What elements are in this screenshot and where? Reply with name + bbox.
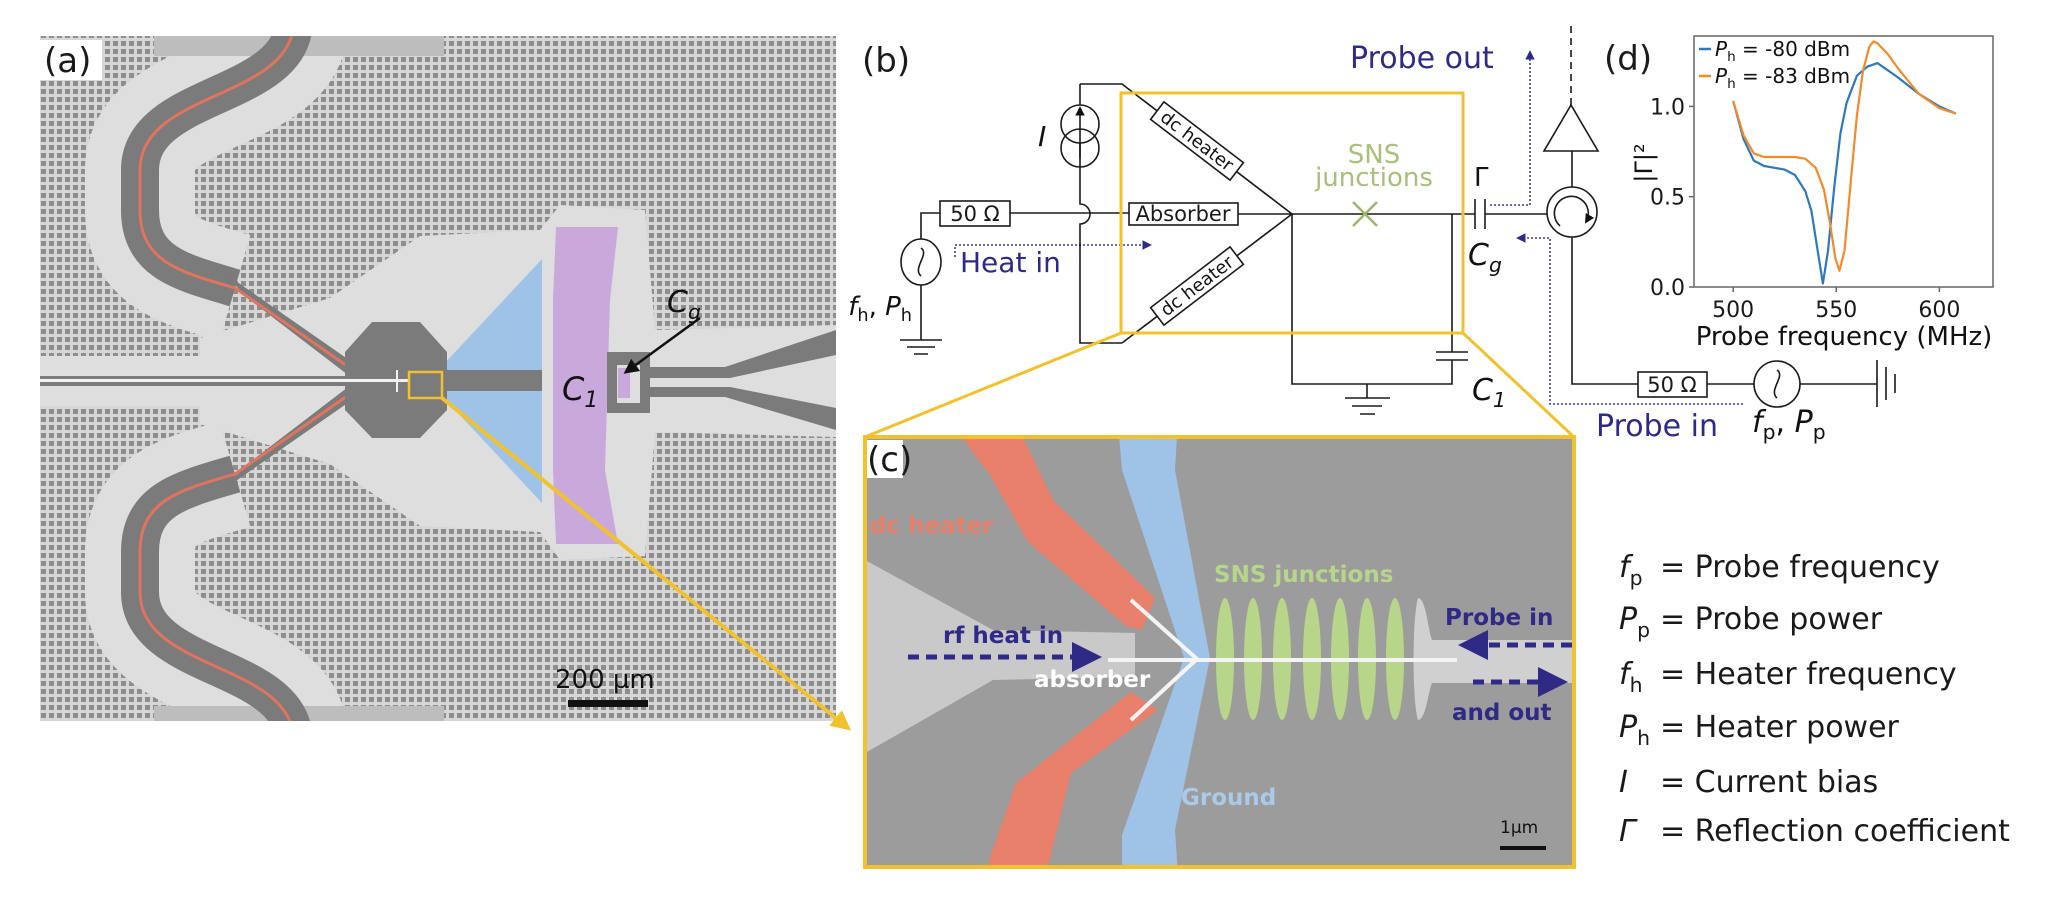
capacitor-c1 bbox=[553, 227, 618, 544]
series-line-2 bbox=[1732, 40, 1957, 272]
legend-subscript: h bbox=[1637, 726, 1650, 750]
x-tick-label: 600 bbox=[1918, 298, 1960, 323]
zoom-region-box-circuit bbox=[1119, 91, 1465, 335]
panel-a-micrograph bbox=[40, 36, 836, 721]
panel-b-label: (b) bbox=[862, 41, 910, 81]
zoom-arrow bbox=[440, 396, 852, 731]
chart-legend-entry: Ph = -83 dBm bbox=[1715, 64, 1850, 92]
panel-c-label: (c) bbox=[867, 440, 912, 480]
dc-heater-upper bbox=[961, 437, 1155, 630]
panel-a-label-bg bbox=[40, 40, 102, 80]
cg-circuit-label: Cg bbox=[1468, 238, 1502, 277]
zoom-region-box bbox=[407, 370, 444, 400]
x-axis-label: Probe frequency (MHz) bbox=[1696, 322, 1993, 352]
gamma-label: Γ bbox=[1474, 163, 1489, 193]
ground-icon bbox=[900, 339, 942, 355]
legend-description: = Heater power bbox=[1660, 710, 1900, 745]
c1-circuit-label: C1 bbox=[1472, 373, 1506, 412]
absorber-label: Absorber bbox=[1135, 202, 1230, 226]
dc-heater-top-label: dc heater bbox=[1156, 107, 1238, 176]
probe-in-label: Probe in bbox=[1596, 409, 1718, 444]
legend-symbol: P bbox=[1619, 602, 1638, 637]
sns-sem-label: SNS junctions bbox=[1214, 562, 1393, 588]
legend-row: fh bbox=[1619, 657, 1643, 697]
scale-bar-label-a: 200 µm bbox=[555, 665, 655, 695]
probe-in-sem-label: Probe in bbox=[1445, 605, 1553, 631]
x-tick-label: 500 bbox=[1712, 298, 1754, 323]
ground-icon bbox=[1345, 397, 1390, 415]
amplifier-icon bbox=[1542, 103, 1600, 152]
sns-label-1: SNS bbox=[1348, 140, 1400, 170]
ground-sem-label: Ground bbox=[1181, 785, 1276, 811]
current-label: I bbox=[1038, 120, 1046, 153]
legend-symbol: P bbox=[1619, 710, 1638, 745]
legend-symbol: Γ bbox=[1619, 814, 1638, 849]
legend-subscript: h bbox=[1630, 673, 1643, 697]
ground-icon bbox=[1876, 360, 1896, 407]
capacitor-c1-icon bbox=[1436, 351, 1468, 361]
sns-junction-icon bbox=[1352, 201, 1378, 227]
heater-source-label: fh, Ph bbox=[848, 292, 912, 326]
y-tick-label: 0.0 bbox=[1650, 276, 1685, 301]
scale-bar-c bbox=[1500, 846, 1546, 850]
legend-row: fp bbox=[1619, 550, 1643, 590]
heat-in-arrow bbox=[954, 240, 1152, 257]
rf-heat-in-label: rf heat in bbox=[943, 623, 1063, 649]
cg-pointer-arrow bbox=[623, 316, 701, 374]
plot-frame bbox=[1693, 35, 1994, 288]
legend-row: Pp bbox=[1619, 602, 1650, 642]
probe-out-arrow bbox=[1490, 50, 1535, 206]
legend-description: = Current bias bbox=[1660, 765, 1878, 800]
legend-description: = Probe power bbox=[1660, 602, 1883, 637]
and-out-sem-label: and out bbox=[1452, 700, 1552, 726]
cg-label: Cg bbox=[667, 285, 701, 324]
dc-heater-sem-label: dc heater bbox=[870, 513, 994, 539]
legend-row: Γ bbox=[1619, 814, 1638, 849]
legend-symbol: I bbox=[1619, 765, 1628, 800]
probe-source-label: fp, Pp bbox=[1752, 405, 1826, 444]
dc-heater-lower bbox=[986, 692, 1158, 867]
legend-description: = Probe frequency bbox=[1660, 550, 1940, 585]
sns-label-2: junctions bbox=[1314, 163, 1433, 193]
heater-resistor-label: 50 Ω bbox=[950, 202, 999, 226]
scale-bar-label-c: 1µm bbox=[1500, 818, 1538, 838]
panel-d-label: (d) bbox=[1604, 39, 1652, 79]
dc-heater-bottom-label: dc heater bbox=[1157, 252, 1239, 321]
probe-resistor-label: 50 Ω bbox=[1647, 373, 1696, 397]
legend-description: = Reflection coefficient bbox=[1660, 814, 2010, 849]
series-line-1 bbox=[1732, 61, 1957, 285]
x-tick-label: 550 bbox=[1815, 298, 1857, 323]
absorber-sem-label: absorber bbox=[1034, 667, 1151, 693]
ground-strip bbox=[1119, 437, 1210, 867]
c1-label: C1 bbox=[562, 370, 598, 413]
legend-row: I bbox=[1619, 765, 1628, 800]
probe-in-arrow bbox=[1516, 233, 1743, 405]
panel-c-sem-image: dc heater SNS junctions rf heat in absor… bbox=[863, 435, 1576, 869]
legend-subscript: p bbox=[1630, 566, 1643, 590]
probe-out-label: Probe out bbox=[1350, 41, 1494, 76]
circuit-diagram: 50 Ω fh, Ph Heat in I dc heater dc heate… bbox=[848, 26, 1896, 444]
y-tick-label: 1.0 bbox=[1650, 95, 1685, 120]
legend-description: = Heater frequency bbox=[1660, 657, 1957, 692]
scale-bar-a bbox=[568, 700, 648, 707]
capacitor-cg-icon bbox=[1474, 199, 1486, 229]
legend-row: Ph bbox=[1619, 710, 1650, 750]
y-tick-label: 0.5 bbox=[1650, 186, 1685, 211]
legend-subscript: p bbox=[1637, 618, 1650, 642]
heat-in-label: Heat in bbox=[960, 246, 1061, 279]
panel-a-label: (a) bbox=[44, 41, 91, 81]
y-axis-label: |Γ|² bbox=[1630, 143, 1658, 182]
chart-legend-entry: Ph = -80 dBm bbox=[1715, 37, 1850, 65]
